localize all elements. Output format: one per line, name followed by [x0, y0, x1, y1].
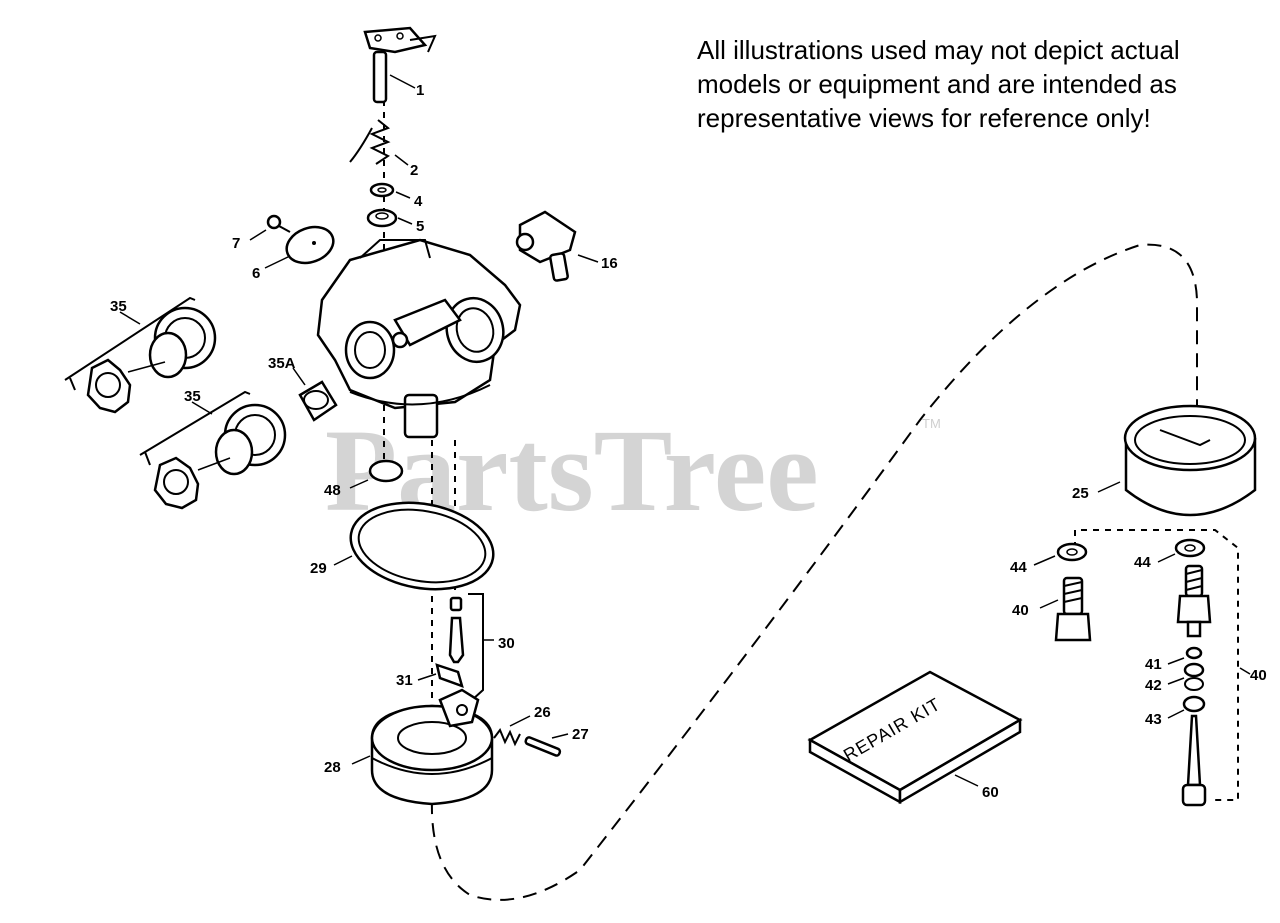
- callout-6: 6: [252, 265, 260, 282]
- disclaimer-text: All illustrations used may not depict ac…: [697, 33, 1257, 135]
- part-25-fuel-bowl: [1097, 404, 1257, 517]
- callout-29: 29: [310, 560, 327, 577]
- callout-7: 7: [232, 235, 240, 252]
- disclaimer-line-1: All illustrations used may not depict ac…: [697, 35, 1180, 65]
- part-16-fuel-inlet: [515, 210, 599, 282]
- part-60-repair-kit: REPAIR KIT: [807, 670, 1023, 805]
- callout-4: 4: [414, 193, 423, 210]
- callout-44-right: 44: [1134, 554, 1151, 571]
- callout-48: 48: [324, 482, 341, 499]
- part-28-float: [351, 688, 494, 806]
- callout-43: 43: [1145, 711, 1162, 728]
- part-27-pin: [524, 733, 569, 757]
- callout-35A: 35A: [268, 355, 296, 372]
- carburetor-body: [316, 238, 522, 439]
- callout-60: 60: [982, 784, 999, 801]
- callout-31: 31: [396, 672, 413, 689]
- disclaimer-line-2: models or equipment and are intended as: [697, 69, 1177, 99]
- part-40-fitting-right: [1176, 564, 1212, 638]
- part-48-plug: [349, 459, 404, 489]
- part-7-screw: [249, 214, 291, 241]
- callout-35-lower: 35: [184, 388, 201, 405]
- callout-28: 28: [324, 759, 341, 776]
- callout-44-left: 44: [1010, 559, 1027, 576]
- callout-40-left: 40: [1012, 602, 1029, 619]
- callout-labels: 1 2 4 5 7 6 16 35 35A 35 48 29 30 31 26 …: [110, 82, 1267, 801]
- part-44-washer-right: [1157, 538, 1206, 563]
- callout-2: 2: [410, 162, 418, 179]
- part-40-fitting-left: [1039, 576, 1092, 642]
- callout-26: 26: [534, 704, 551, 721]
- assembly-40-dashed-bracket: [1074, 529, 1239, 801]
- part-6-throttle-plate: [264, 225, 335, 269]
- callout-16: 16: [601, 255, 618, 272]
- part-43-o-ring: [1167, 695, 1206, 719]
- part-2-spring: [349, 119, 409, 166]
- callout-40-right: 40: [1250, 667, 1267, 684]
- part-30-inlet-needle: [448, 593, 494, 701]
- part-35-primer-upper: [64, 296, 217, 414]
- watermark-trademark: TM: [922, 416, 941, 431]
- callout-35-upper: 35: [110, 298, 127, 315]
- callout-27: 27: [572, 726, 589, 743]
- callout-42: 42: [1145, 677, 1162, 694]
- part-44-washer-left: [1033, 542, 1088, 566]
- part-35-primer-lower: [139, 390, 287, 510]
- part-4-washer: [369, 182, 411, 199]
- part-5-seal: [366, 208, 413, 228]
- part-29-bowl-gasket: [333, 501, 495, 591]
- callout-25: 25: [1072, 485, 1089, 502]
- part-26-spring: [493, 715, 531, 747]
- callout-41: 41: [1145, 656, 1162, 673]
- part-31-clip: [417, 663, 464, 689]
- callout-30: 30: [498, 635, 515, 652]
- callout-1: 1: [416, 82, 424, 99]
- part-40-needle: [1181, 714, 1207, 807]
- callout-5: 5: [416, 218, 424, 235]
- callout-40b-leader: [1239, 667, 1251, 675]
- disclaimer-line-3: representative views for reference only!: [697, 103, 1151, 133]
- part-42-spring: [1167, 662, 1205, 691]
- part-35A-primer-cap: [292, 367, 338, 422]
- bowl-connection-dashed-line: [430, 243, 1198, 901]
- part-41-washer: [1167, 646, 1203, 665]
- part-1-throttle-shaft: [363, 26, 437, 104]
